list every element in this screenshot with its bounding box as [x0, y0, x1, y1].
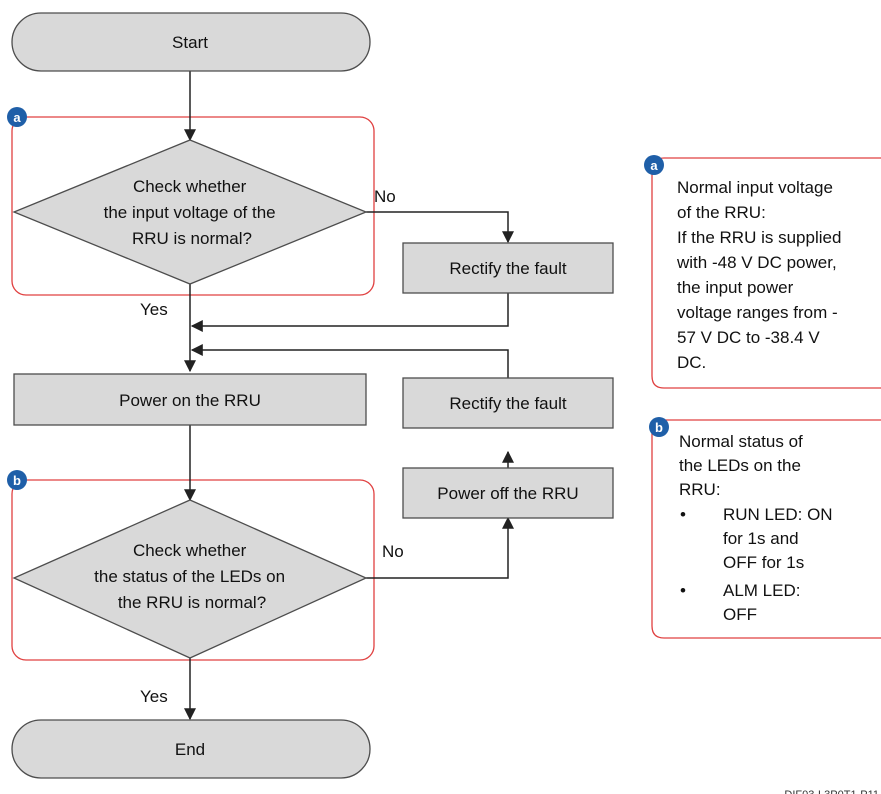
check-leds-label: Check whether the status of the LEDs on …	[94, 541, 290, 612]
check-leds-decision	[12, 499, 368, 659]
group-b-badge: b	[7, 470, 27, 490]
note-b-bullet-1: • RUN LED: ON for 1s and OFF for 1s	[680, 505, 837, 572]
rectify-fault-box-2	[402, 377, 614, 429]
power-off-box	[402, 467, 614, 519]
note-a-badge: a	[644, 155, 664, 175]
check-voltage-label: Check whether the input voltage of the R…	[104, 177, 281, 248]
power-on-label: Power on the RRU	[119, 391, 261, 410]
note-b-bullet-2: • ALM LED: OFF	[680, 581, 805, 624]
group-a-border	[11, 116, 375, 296]
check-voltage-decision	[12, 139, 368, 285]
edge-rectify2-return	[190, 344, 509, 378]
start-label: Start	[172, 33, 208, 52]
end-terminator	[11, 719, 371, 779]
rectify-fault-label-1: Rectify the fault	[449, 259, 566, 278]
svg-text:a: a	[13, 110, 21, 125]
leds-yes-label: Yes	[140, 687, 168, 706]
svg-text:b: b	[13, 473, 21, 488]
start-terminator	[11, 12, 371, 72]
document-id: DIF03-L3P0T1-P11	[784, 789, 879, 794]
note-b-text: Normal status of the LEDs on the RRU:	[679, 432, 808, 499]
power-on-box	[13, 373, 367, 426]
voltage-yes-label: Yes	[140, 300, 168, 319]
leds-no-label: No	[382, 542, 404, 561]
rectify-fault-label-2: Rectify the fault	[449, 394, 566, 413]
svg-text:b: b	[655, 420, 663, 435]
note-b-badge: b	[649, 417, 669, 437]
power-off-label: Power off the RRU	[437, 484, 578, 503]
end-label: End	[175, 740, 205, 759]
rectify-fault-box-1	[402, 242, 614, 294]
svg-text:a: a	[650, 158, 658, 173]
group-b-border	[11, 479, 375, 661]
edge-rectify1-return	[190, 293, 509, 332]
note-a-text: Normal input voltage of the RRU: If the …	[676, 178, 846, 372]
voltage-no-label: No	[374, 187, 396, 206]
group-a-badge: a	[7, 107, 27, 127]
edge-voltage-no-to-rectify	[366, 211, 514, 244]
edge-leds-no-to-power-off	[366, 516, 514, 579]
connectors	[184, 70, 514, 721]
